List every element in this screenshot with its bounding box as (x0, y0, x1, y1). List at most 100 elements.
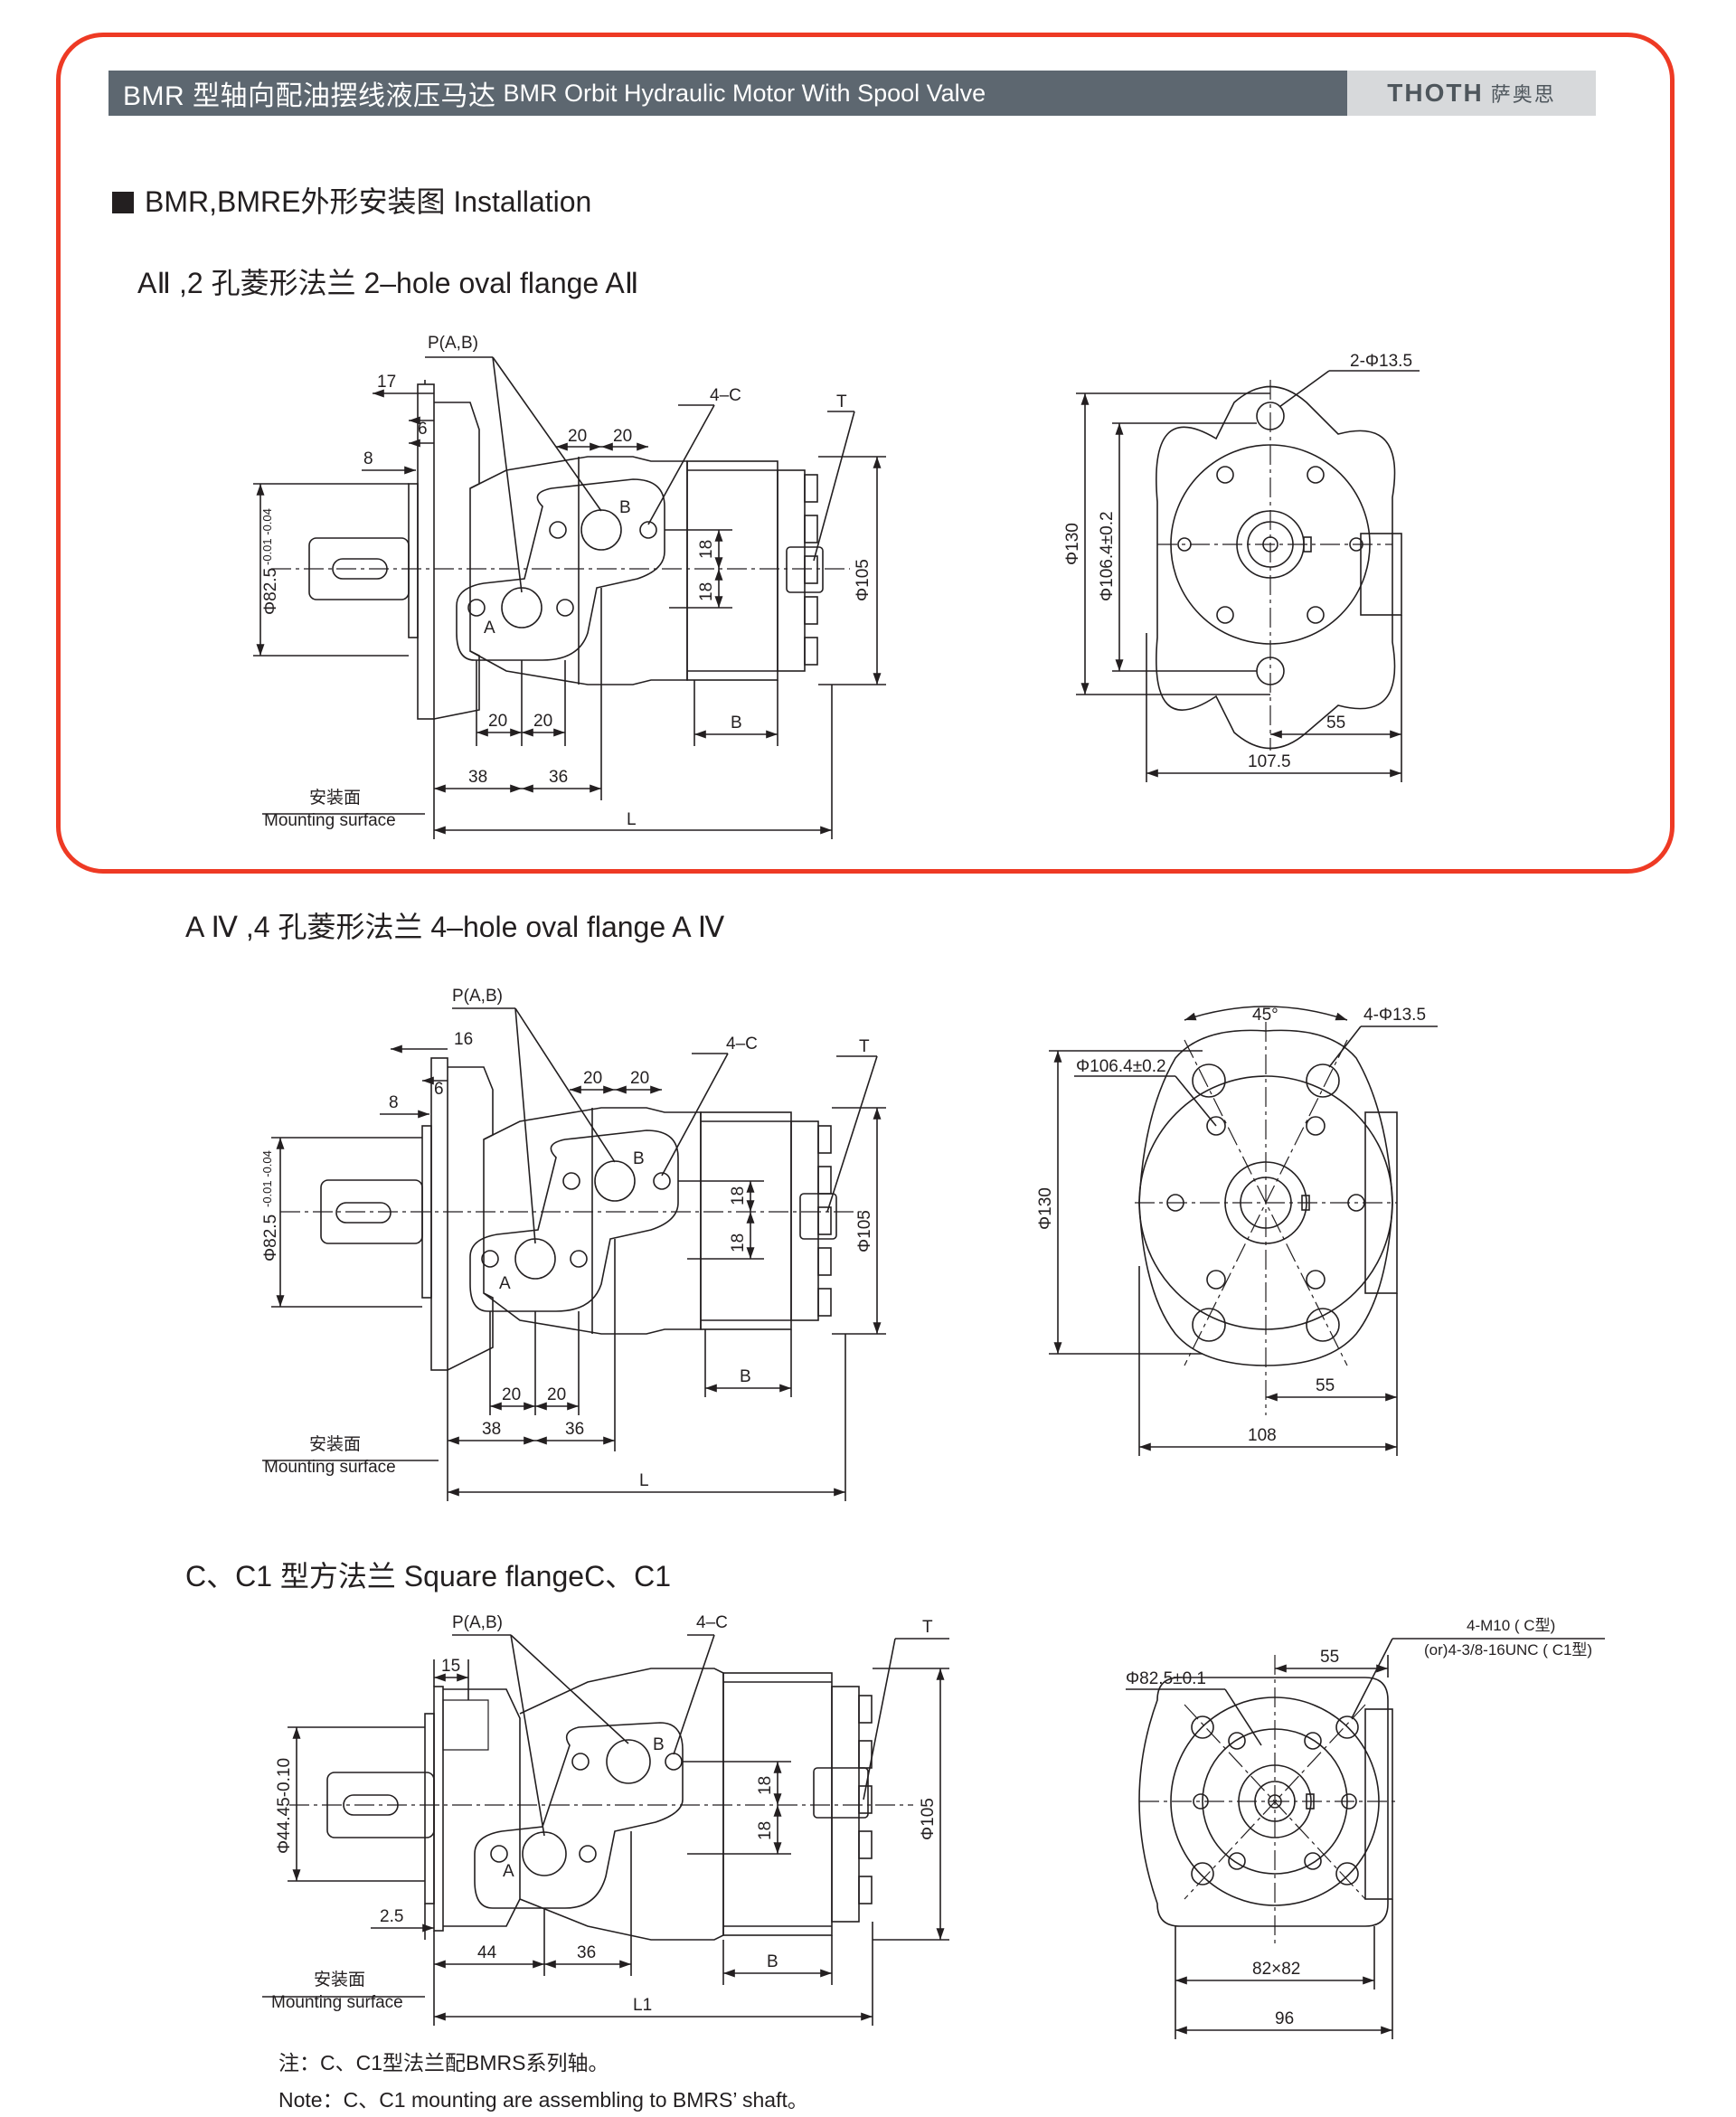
a4-thread-label: 4–C (726, 1035, 758, 1054)
a4-dim-36: 36 (565, 1420, 584, 1439)
a2-dim-17: 17 (377, 373, 396, 392)
a2-pilot-tolerance: -0.01 -0.04 (260, 508, 274, 565)
a2-dim-18a: 18 (697, 540, 716, 559)
a4-mount-cn: 安装面 (309, 1434, 361, 1454)
a2-body-dia: Φ105 (854, 559, 873, 601)
a2-dim-18b: 18 (697, 582, 716, 601)
c-dim-55: 55 (1320, 1648, 1339, 1667)
a4-dim-6: 6 (434, 1080, 444, 1099)
brand-logo: THOTH 萨奥思 (1347, 71, 1596, 116)
a4-holes: 4-Φ13.5 (1363, 1006, 1426, 1025)
a4-dim-18b: 18 (729, 1233, 748, 1252)
c-dim-36: 36 (577, 1943, 596, 1962)
a4-flange-dia: Φ130 (1036, 1187, 1055, 1230)
a2-port-b: B (619, 498, 631, 517)
c-square: 82×82 (1252, 1960, 1300, 1979)
c-dim-l1: L1 (633, 1996, 652, 2015)
a2-dim-l: L (627, 810, 637, 829)
c-port-a: A (503, 1862, 514, 1881)
view-title-a2: AⅡ ,2 孔菱形法兰 2–hole oval flange AⅡ (137, 267, 639, 299)
c-mount-cn: 安装面 (314, 1970, 365, 1989)
c-labels: P(A,B) 4–C T A B 15 Φ44.45-0.10 18 18 Φ1… (271, 1613, 1592, 2028)
a2-end-view (1076, 370, 1420, 782)
c-dim-2-5: 2.5 (380, 1907, 403, 1926)
a4-labels: P(A,B) 4–C T A B 16 6 8 20 20 18 18 Φ82.… (260, 987, 1426, 1490)
c-dim-15: 15 (441, 1657, 460, 1676)
c-port-b: B (653, 1735, 665, 1754)
a2-tank-label: T (836, 392, 847, 411)
section-title: BMR,BMRE外形安装图 Installation (112, 179, 591, 221)
a2-dim-20b: 20 (613, 427, 632, 446)
a4-dim-b: B (740, 1367, 751, 1386)
a2-bolt-circle: Φ106.4±0.2 (1098, 511, 1117, 601)
c-tank-label: T (922, 1618, 933, 1637)
c-dim-b: B (767, 1952, 778, 1971)
header-title-en: BMR Orbit Hydraulic Motor With Spool Val… (503, 79, 986, 107)
note-en: Note：C、C1 mounting are assembling to BMR… (278, 2088, 808, 2112)
header-banner: BMR 型轴向配油摆线液压马达 BMR Orbit Hydraulic Moto… (108, 71, 1596, 116)
a4-pilot-tolerance: -0.01 -0.04 (260, 1150, 274, 1207)
a2-width: 107.5 (1248, 752, 1291, 771)
c-port-label: P(A,B) (452, 1613, 503, 1632)
a4-pilot-dia: Φ82.5 (261, 1214, 280, 1262)
a2-dim-36: 36 (549, 768, 568, 787)
a4-body-dia: Φ105 (855, 1210, 874, 1252)
a4-dim-20a: 20 (583, 1069, 602, 1088)
a2-dim-55: 55 (1326, 714, 1345, 732)
a4-port-b: B (633, 1149, 645, 1168)
highlight-frame (56, 33, 1675, 874)
section-title-text: BMR,BMRE外形安装图 Installation (145, 185, 592, 218)
a4-end-view (1049, 1006, 1438, 1456)
c-width: 96 (1275, 2009, 1294, 2028)
view-title-c: C、C1 型方法兰 Square flangeC、C1 (185, 1560, 672, 1592)
header-title: BMR 型轴向配油摆线液压马达 BMR Orbit Hydraulic Moto… (108, 71, 1347, 116)
view-title-a4: A Ⅳ ,4 孔菱形法兰 4–hole oval flange A Ⅳ (185, 911, 725, 943)
a2-dim-8: 8 (363, 449, 373, 468)
a4-side-view (262, 1007, 886, 1501)
brand-name: THOTH (1387, 79, 1484, 107)
c-pilot-dia: Φ44.45-0.10 (275, 1758, 294, 1854)
c-dim-18b: 18 (756, 1821, 775, 1840)
a4-dim-38: 38 (482, 1420, 501, 1439)
a2-mount-en: Mounting surface (264, 811, 396, 830)
a4-dim-16: 16 (454, 1030, 473, 1049)
a2-flange-dia: Φ130 (1063, 523, 1082, 565)
a2-holes: 2-Φ13.5 (1350, 352, 1412, 371)
a2-dim-20d: 20 (533, 712, 552, 731)
a4-dim-18a: 18 (729, 1186, 748, 1205)
a2-dim-20c: 20 (488, 712, 507, 731)
c-dim-44: 44 (477, 1943, 497, 1962)
a2-dim-38: 38 (468, 768, 487, 787)
square-bullet-icon (112, 192, 134, 213)
a2-thread-label: 4–C (710, 386, 741, 405)
a4-mount-en: Mounting surface (264, 1458, 396, 1477)
c-mount-en: Mounting surface (271, 1993, 403, 2012)
brand-name-cn: 萨奥思 (1490, 83, 1556, 106)
a2-dim-b: B (731, 714, 742, 732)
a4-angle: 45° (1252, 1006, 1278, 1025)
c-thread-label: 4–C (696, 1613, 728, 1632)
a4-dim-l: L (639, 1471, 649, 1490)
c-side-view (262, 1634, 949, 2026)
a2-mount-cn: 安装面 (309, 788, 361, 808)
c-body-dia: Φ105 (919, 1798, 938, 1840)
a4-port-a: A (499, 1274, 511, 1293)
a2-port-label: P(A,B) (428, 334, 478, 353)
a2-dim-20a: 20 (568, 427, 587, 446)
a2-labels: P(A,B) 4–C T A B 17 6 8 20 20 18 18 Φ82.… (260, 334, 1412, 830)
a4-dim-55: 55 (1316, 1376, 1335, 1395)
a2-dim-6: 6 (418, 420, 428, 439)
a4-width: 108 (1248, 1426, 1277, 1445)
a4-bolt-circle: Φ106.4±0.2 (1076, 1057, 1166, 1076)
a4-dim-20b: 20 (630, 1069, 649, 1088)
a4-tank-label: T (859, 1037, 870, 1056)
a4-dim-8: 8 (389, 1093, 399, 1112)
c-thread-c: 4-M10 ( C型) (1467, 1617, 1555, 1634)
c-end-view (1126, 1638, 1605, 2039)
note-cn: 注：C、C1型法兰配BMRS系列轴。 (278, 2051, 609, 2074)
a2-pilot-dia: Φ82.5 (261, 568, 280, 615)
a4-port-label: P(A,B) (452, 987, 503, 1006)
a2-side-view (253, 356, 886, 839)
a4-dim-20d: 20 (547, 1385, 566, 1404)
